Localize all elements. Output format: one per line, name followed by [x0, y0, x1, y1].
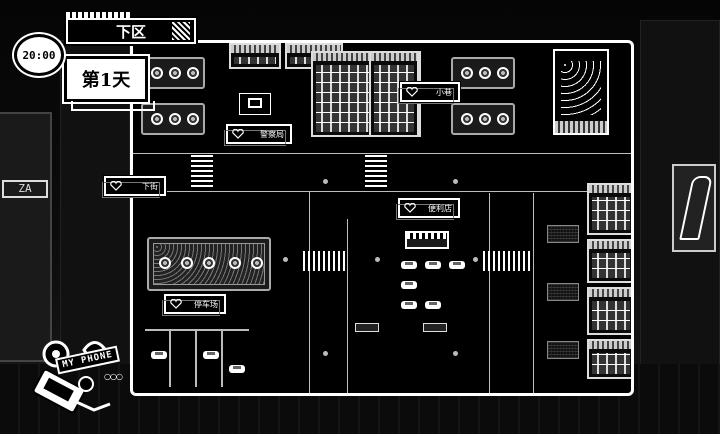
planter-box	[547, 341, 579, 359]
location-parking-lot[interactable]: 停车场	[162, 293, 227, 316]
phone-indicator-dots: ○○○	[104, 372, 123, 381]
parking-line	[169, 331, 171, 387]
decorative-pattern	[172, 22, 190, 40]
tree	[479, 67, 491, 79]
tree	[169, 67, 181, 79]
day-counter: 第1天	[62, 54, 155, 111]
plaza-pattern	[561, 61, 601, 115]
area-title-text: 下区	[115, 22, 146, 41]
tree	[151, 113, 163, 125]
street-lamp	[453, 351, 458, 356]
road	[489, 193, 490, 393]
location-label: 小巷	[436, 87, 452, 97]
street-lamp	[453, 179, 458, 184]
apartment-building	[587, 183, 631, 235]
street-lamp	[323, 179, 328, 184]
parking-line	[221, 331, 223, 387]
building	[229, 43, 281, 69]
my-phone-button[interactable]: MY PHONE ○○○	[26, 332, 136, 422]
plaza	[553, 49, 609, 135]
tree	[181, 257, 193, 269]
heart-icon	[110, 181, 122, 191]
tree	[187, 67, 199, 79]
car	[401, 281, 417, 289]
location-police-station[interactable]: 警察局	[224, 123, 293, 146]
car	[401, 261, 417, 269]
heart-icon	[406, 87, 418, 97]
tree	[497, 113, 509, 125]
plaza-fence	[555, 121, 607, 133]
tree	[497, 67, 509, 79]
car	[425, 261, 441, 269]
planter-box	[547, 225, 579, 243]
heart-icon	[404, 203, 416, 213]
parking-lot	[145, 329, 249, 387]
tree	[203, 257, 215, 269]
car	[203, 351, 219, 359]
street-lamp	[323, 351, 328, 356]
street-lamp	[375, 257, 380, 262]
road	[533, 193, 534, 393]
crosswalk	[365, 155, 387, 189]
crosswalk	[483, 251, 533, 271]
location-label: 便利店	[428, 203, 452, 213]
bench	[355, 323, 379, 332]
tree	[159, 257, 171, 269]
neon-sign	[672, 164, 716, 252]
store-parking	[395, 255, 475, 315]
car	[425, 301, 441, 309]
heart-icon	[232, 129, 244, 139]
parking-line	[195, 331, 197, 387]
tree-planter	[141, 57, 205, 89]
road	[133, 191, 631, 192]
day-text: 第1天	[81, 70, 131, 91]
planter-box	[547, 283, 579, 301]
crosswalk	[303, 251, 347, 271]
area-title: 下区	[64, 12, 198, 46]
tree	[461, 113, 473, 125]
time-text: 20:00	[22, 48, 56, 62]
tree-planter	[451, 57, 515, 89]
tree	[251, 257, 263, 269]
police-station-icon	[239, 93, 271, 115]
location-alley[interactable]: 小巷	[398, 81, 461, 104]
street-lamp	[283, 257, 288, 262]
location-downtown[interactable]: 下街	[102, 175, 167, 198]
bench	[423, 323, 447, 332]
clock-icon: 20:00	[14, 34, 64, 76]
road	[309, 191, 310, 393]
crosswalk	[191, 155, 213, 189]
tree-planter	[141, 103, 205, 135]
park-planter	[147, 237, 271, 291]
road	[133, 153, 631, 154]
car	[151, 351, 167, 359]
shop-sign: ZA	[0, 112, 52, 362]
tree-planter	[451, 103, 515, 135]
location-label: 警察局	[260, 129, 284, 139]
shop-sign-lettering: ZA	[2, 180, 48, 198]
tree	[479, 113, 491, 125]
hedge	[153, 243, 265, 285]
tree	[461, 67, 473, 79]
tree	[169, 113, 181, 125]
apartment-building	[587, 339, 631, 379]
heart-icon	[170, 299, 182, 309]
tree	[229, 257, 241, 269]
tree	[151, 67, 163, 79]
car	[401, 301, 417, 309]
car	[229, 365, 245, 373]
road	[347, 219, 348, 393]
location-label: 下街	[142, 181, 158, 191]
convenience-store	[405, 231, 449, 249]
location-label: 停车场	[194, 299, 218, 309]
car	[449, 261, 465, 269]
location-convenience-store[interactable]: 便利店	[396, 197, 461, 220]
apartment-building	[587, 287, 631, 335]
district-map	[130, 40, 634, 396]
tree	[187, 113, 199, 125]
apartment-building	[587, 239, 631, 283]
street-lamp	[473, 257, 478, 262]
